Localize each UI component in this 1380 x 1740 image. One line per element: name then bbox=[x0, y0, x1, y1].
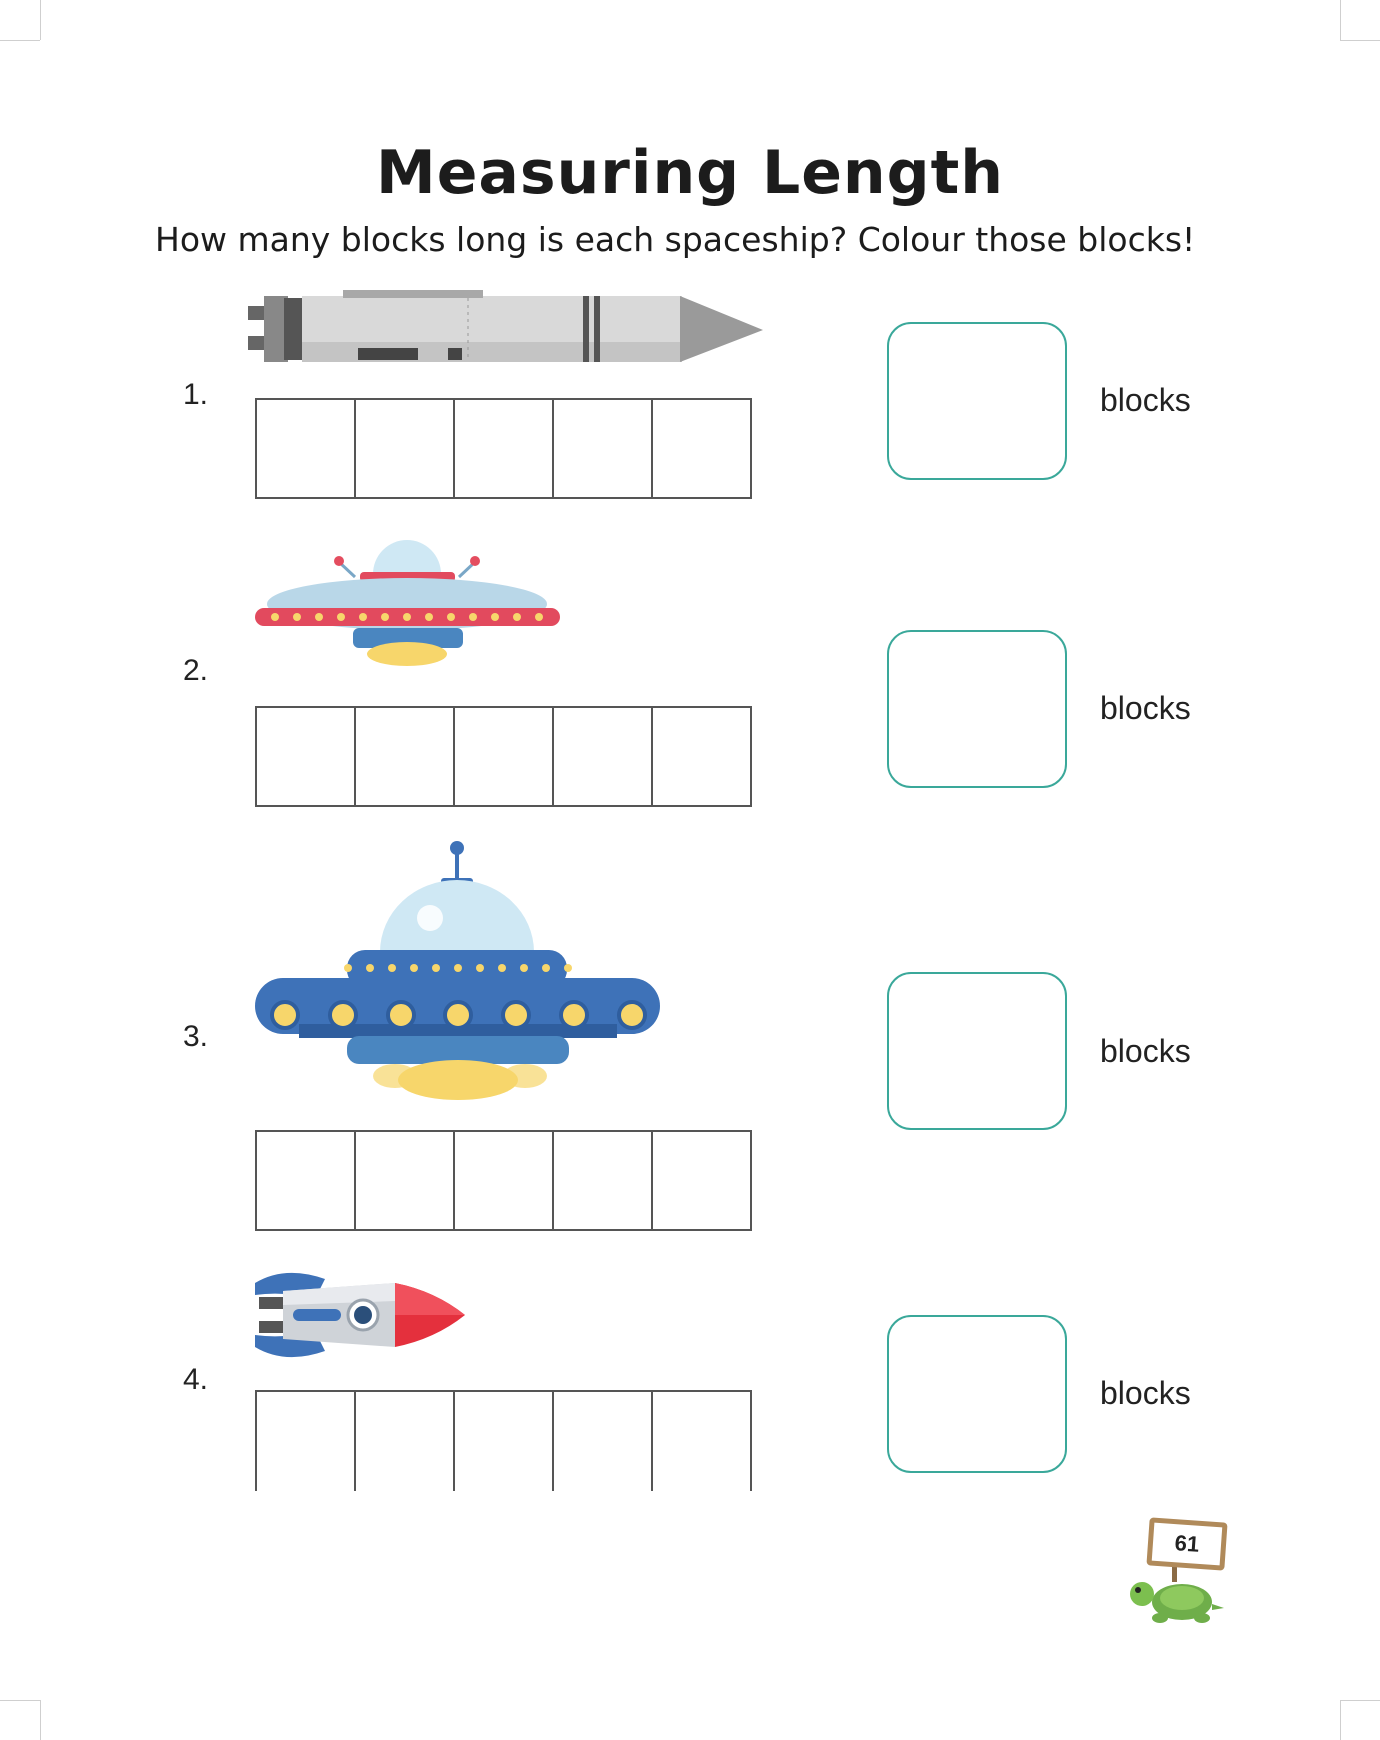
block-cell[interactable] bbox=[651, 1130, 752, 1231]
block-cell[interactable] bbox=[453, 1390, 554, 1491]
block-grid bbox=[255, 1390, 752, 1491]
crop-mark bbox=[40, 1700, 41, 1740]
rocket-ship-icon bbox=[248, 290, 763, 362]
answer-box[interactable] bbox=[887, 972, 1067, 1130]
block-cell[interactable] bbox=[552, 398, 653, 499]
block-cell[interactable] bbox=[453, 706, 554, 807]
block-cell[interactable] bbox=[552, 1130, 653, 1231]
block-cell[interactable] bbox=[651, 1390, 752, 1491]
block-cell[interactable] bbox=[255, 398, 356, 499]
question-number: 1. bbox=[183, 378, 209, 411]
crop-mark bbox=[1340, 40, 1380, 41]
crop-mark bbox=[0, 40, 40, 41]
block-cell[interactable] bbox=[453, 398, 554, 499]
crop-mark bbox=[1340, 1700, 1380, 1701]
blocks-label: blocks bbox=[1100, 1375, 1191, 1411]
answer-box[interactable] bbox=[887, 1315, 1067, 1473]
turtle-mascot-icon bbox=[1130, 1560, 1224, 1623]
block-cell[interactable] bbox=[651, 398, 752, 499]
blocks-label: blocks bbox=[1100, 690, 1191, 726]
small-ufo-icon bbox=[255, 540, 560, 666]
answer-box[interactable] bbox=[887, 322, 1067, 480]
block-cell[interactable] bbox=[552, 1390, 653, 1491]
block-cell[interactable] bbox=[552, 706, 653, 807]
crop-mark bbox=[1340, 0, 1341, 40]
block-cell[interactable] bbox=[255, 706, 356, 807]
crop-mark bbox=[1340, 1700, 1341, 1740]
blocks-label: blocks bbox=[1100, 1033, 1191, 1069]
question-number: 4. bbox=[183, 1363, 209, 1396]
large-ufo-icon bbox=[255, 841, 660, 1100]
answer-box[interactable] bbox=[887, 630, 1067, 788]
blocks-label: blocks bbox=[1100, 382, 1191, 418]
page-title: Measuring Length bbox=[375, 138, 1004, 208]
block-cell[interactable] bbox=[354, 706, 455, 807]
crop-mark bbox=[0, 1700, 40, 1701]
block-grid bbox=[255, 706, 752, 807]
block-cell[interactable] bbox=[255, 1130, 356, 1231]
small-rocket-icon bbox=[255, 1272, 465, 1358]
block-grid bbox=[255, 398, 752, 499]
block-grid bbox=[255, 1130, 752, 1231]
block-cell[interactable] bbox=[651, 706, 752, 807]
instruction-text: How many blocks long is each spaceship? … bbox=[155, 220, 1196, 259]
block-cell[interactable] bbox=[354, 1390, 455, 1491]
question-number: 2. bbox=[183, 654, 209, 687]
page-number: 61 bbox=[1146, 1517, 1228, 1571]
block-cell[interactable] bbox=[255, 1390, 356, 1491]
block-cell[interactable] bbox=[354, 398, 455, 499]
block-cell[interactable] bbox=[453, 1130, 554, 1231]
crop-mark bbox=[40, 0, 41, 40]
question-number: 3. bbox=[183, 1020, 209, 1053]
block-cell[interactable] bbox=[354, 1130, 455, 1231]
